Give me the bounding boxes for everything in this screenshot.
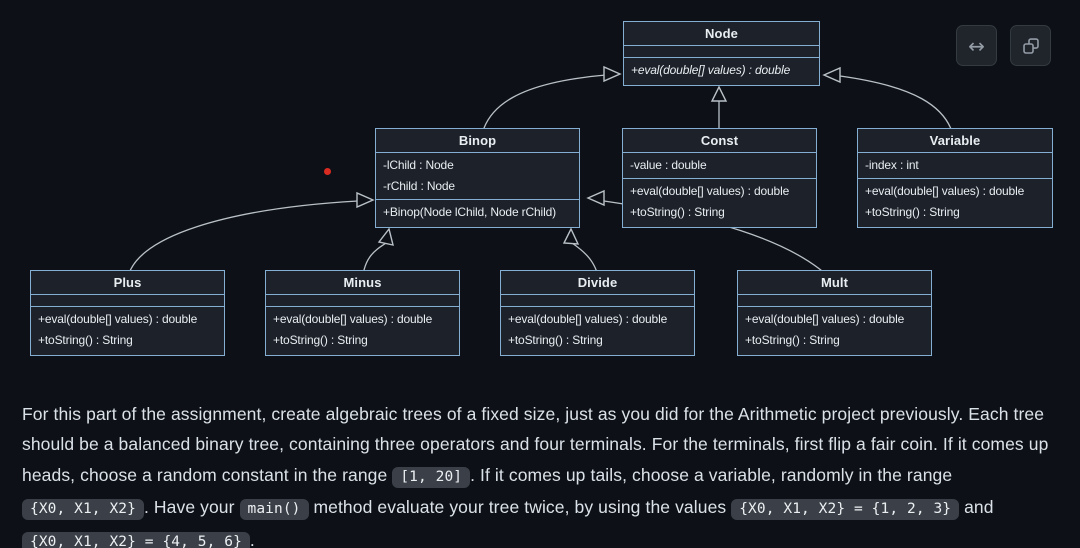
class-methods: +eval(double[] values) : double [624,58,819,85]
inheritance-arrowhead [356,191,375,209]
class-method: +eval(double[] values) : double [745,312,905,326]
class-method: +toString() : String [508,333,603,347]
class-attribute: -value : double [630,158,707,172]
class-method: +eval(double[] values) : double [38,312,198,326]
class-title: Const [623,129,816,153]
class-attributes [624,46,819,58]
class-box-binop: Binop -lChild : Node -rChild : Node +Binop(… [375,128,580,228]
class-attribute: -lChild : Node [383,158,454,172]
paragraph-text: For this part of the assignment, create … [22,403,1049,485]
class-attribute: -index : int [865,158,919,172]
assignment-paragraph: For this part of the assignment, create … [22,399,1064,548]
class-methods: +Binop(Node lChild, Node rChild) [376,200,579,227]
class-attributes: -lChild : Node -rChild : Node [376,153,579,200]
inheritance-arrowhead [377,227,394,246]
paragraph-text: method evaluate your tree twice, by usin… [308,497,732,518]
red-dot-marker [324,168,331,175]
class-box-const: Const -value : double +eval(double[] value… [622,128,817,228]
inline-code: {X0, X1, X2} [22,499,144,521]
class-box-mult: Mult +eval(double[] values) : double +toSt… [737,270,932,356]
class-attributes [738,295,931,307]
class-box-variable: Variable -index : int +eval(double[] value… [857,128,1053,228]
class-method: +toString() : String [745,333,840,347]
class-title: Binop [376,129,579,153]
class-attributes: -value : double [623,153,816,179]
paragraph-text: . If it comes up tails, choose a variabl… [470,464,953,485]
class-attributes [31,295,224,307]
inheritance-arrowhead [603,65,622,83]
class-title: Mult [738,271,931,295]
class-box-minus: Minus +eval(double[] values) : double +toS… [265,270,460,356]
class-method: +eval(double[] values) : double [865,184,1025,198]
class-title: Variable [858,129,1052,153]
expand-width-button[interactable]: ↔ [956,25,997,66]
inline-code: main() [239,499,309,521]
diagram-controls: ↔ [956,25,1051,66]
class-methods: +eval(double[] values) : double +toString… [501,307,694,355]
inheritance-arrowhead [586,189,605,207]
class-methods: +eval(double[] values) : double +toString… [266,307,459,355]
class-method: +eval(double[] values) : double [508,312,668,326]
class-method: +eval(double[] values) : double [630,184,790,198]
paragraph-text: . Have your [143,497,240,518]
inheritance-arrowhead [562,227,580,245]
class-attributes [266,295,459,307]
inheritance-edges [126,65,956,286]
inheritance-edge [126,200,359,286]
inline-code: {X0, X1, X2} = {1, 2, 3} [731,499,960,521]
inline-code: {X0, X1, X2} = {4, 5, 6} [22,531,250,548]
class-method: +eval(double[] values) : double [273,312,433,326]
class-box-plus: Plus +eval(double[] values) : double +toSt… [30,270,225,356]
class-method: +eval(double[] values) : double [631,63,791,77]
class-method: +toString() : String [38,333,133,347]
class-methods: +eval(double[] values) : double +toString… [738,307,931,355]
class-title: Plus [31,271,224,295]
class-method: +toString() : String [865,205,960,219]
class-title: Divide [501,271,694,295]
class-title: Minus [266,271,459,295]
copy-icon [1022,37,1040,55]
class-methods: +eval(double[] values) : double +toString… [858,179,1052,227]
class-methods: +eval(double[] values) : double +toString… [31,307,224,355]
class-title: Node [624,22,819,46]
class-attributes [501,295,694,307]
class-method: +Binop(Node lChild, Node rChild) [383,205,556,219]
left-right-arrow-icon: ↔ [968,33,985,58]
copy-diagram-button[interactable] [1010,25,1051,66]
inline-code: [1, 20] [392,466,471,488]
class-attribute: -rChild : Node [383,179,455,193]
class-method: +toString() : String [273,333,368,347]
paragraph-text: and [959,497,994,518]
class-box-divide: Divide +eval(double[] values) : double +to… [500,270,695,356]
class-method: +toString() : String [630,205,725,219]
paragraph-text: . [249,529,255,548]
class-attributes: -index : int [858,153,1052,179]
inheritance-arrowhead [710,85,728,102]
inheritance-arrowhead [822,66,841,84]
class-box-node: Node +eval(double[] values) : double [623,21,820,86]
class-methods: +eval(double[] values) : double +toString… [623,179,816,227]
